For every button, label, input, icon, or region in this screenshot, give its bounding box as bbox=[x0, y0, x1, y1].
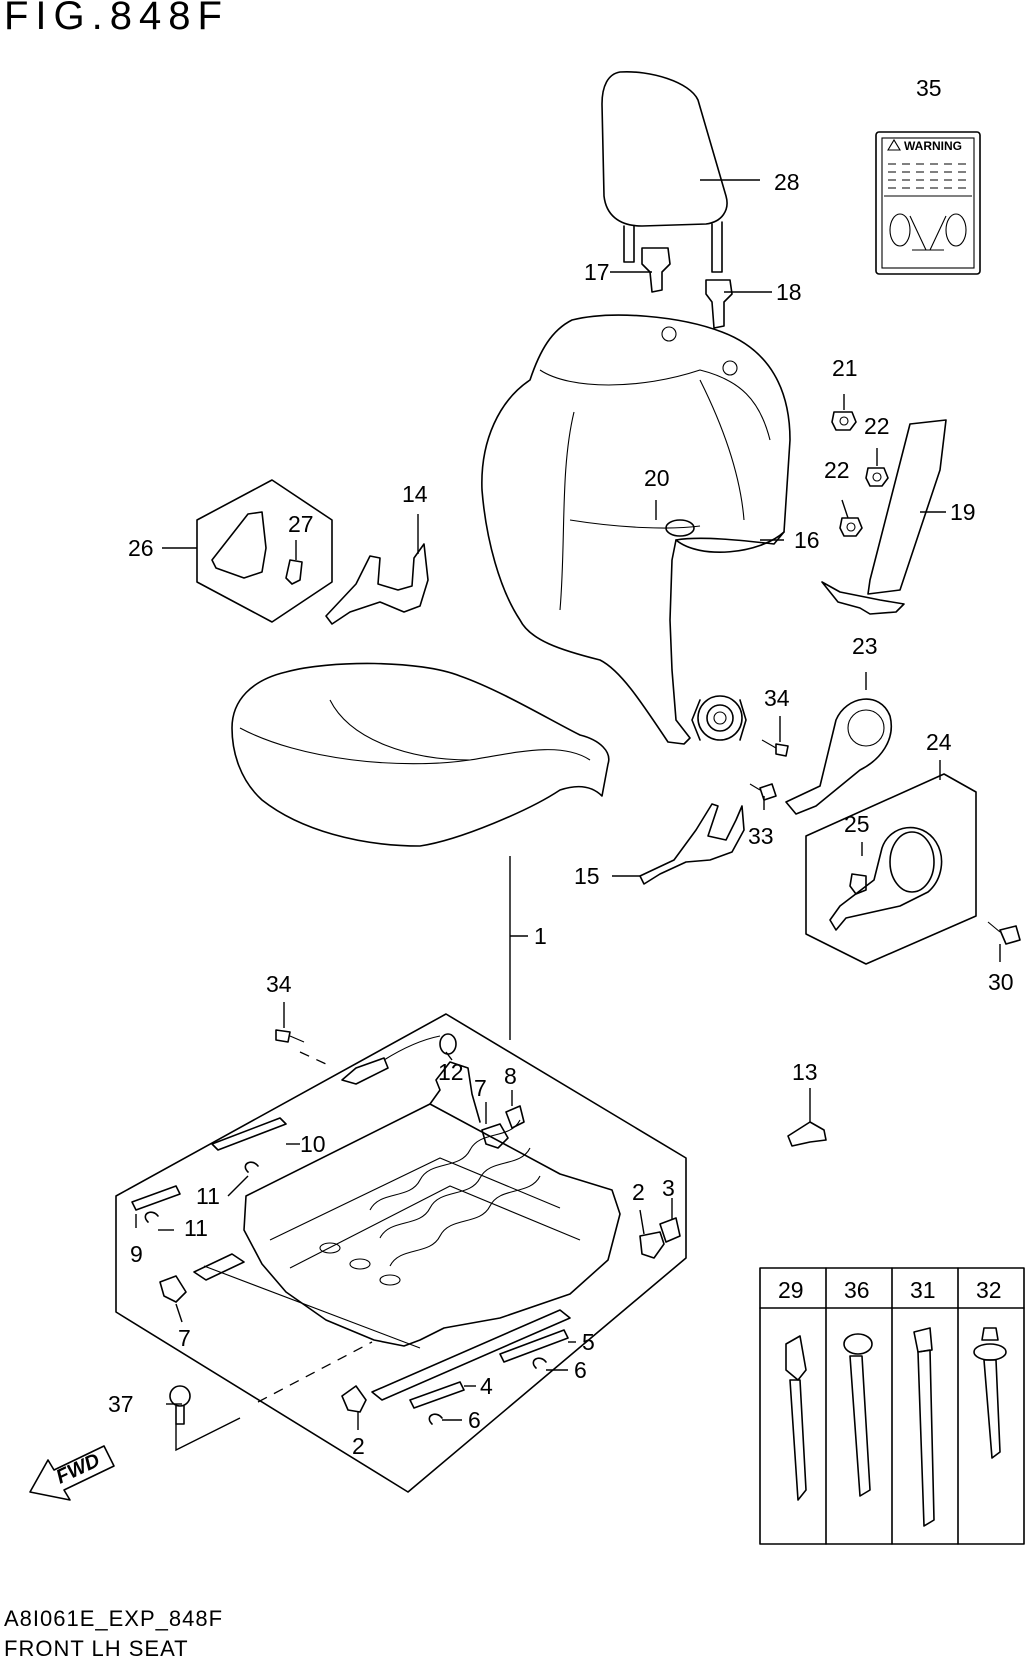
bracket-7b[interactable] bbox=[159, 1275, 187, 1303]
callout-9: 9 bbox=[130, 1241, 143, 1267]
screw-34-upper[interactable] bbox=[761, 739, 789, 757]
fastener-box bbox=[759, 1267, 1025, 1545]
callouts: 28 35 17 18 21 22 22 20 16 19 14 27 26 2… bbox=[108, 75, 1014, 1459]
warning-label-text: WARNING bbox=[904, 139, 962, 153]
callout-22a: 22 bbox=[864, 413, 890, 439]
fwd-arrow: FWD bbox=[29, 1445, 115, 1501]
callout-30: 30 bbox=[988, 969, 1014, 995]
callout-13: 13 bbox=[792, 1059, 818, 1085]
callout-28: 28 bbox=[774, 169, 800, 195]
callout-20: 20 bbox=[644, 465, 670, 491]
figure-code: A8I061E_EXP_848F bbox=[4, 1606, 224, 1631]
leader-lines bbox=[135, 179, 1001, 1452]
figure-title: FIG.848F bbox=[4, 0, 229, 38]
callout-32: 32 bbox=[976, 1277, 1002, 1303]
callout-31: 31 bbox=[910, 1277, 936, 1303]
rail-cover-10[interactable] bbox=[211, 1117, 287, 1151]
callout-19: 19 bbox=[950, 499, 976, 525]
callout-21: 21 bbox=[832, 355, 858, 381]
headrest-guide-18[interactable] bbox=[705, 279, 733, 329]
callout-14: 14 bbox=[402, 481, 428, 507]
seat-back[interactable] bbox=[481, 314, 791, 745]
rail-cover-4[interactable] bbox=[409, 1381, 465, 1409]
side-cover-19[interactable] bbox=[821, 419, 947, 615]
callout-6a: 6 bbox=[574, 1357, 587, 1383]
screw-34-lower[interactable] bbox=[275, 1029, 305, 1043]
callout-18: 18 bbox=[776, 279, 802, 305]
callout-7a: 7 bbox=[474, 1075, 487, 1101]
bolt-33[interactable] bbox=[749, 783, 777, 801]
part-box-26 bbox=[196, 479, 333, 623]
callout-27: 27 bbox=[288, 511, 314, 537]
bracket-8[interactable] bbox=[505, 1105, 525, 1129]
tie-29[interactable] bbox=[785, 1335, 807, 1501]
callout-15: 15 bbox=[574, 863, 600, 889]
figure-description: FRONT LH SEAT bbox=[4, 1636, 189, 1661]
rail-cover-9[interactable] bbox=[131, 1185, 181, 1211]
callout-6b: 6 bbox=[468, 1407, 481, 1433]
callout-23: 23 bbox=[852, 633, 878, 659]
callout-2a: 2 bbox=[632, 1179, 645, 1205]
callout-37: 37 bbox=[108, 1391, 134, 1417]
tie-31[interactable] bbox=[913, 1327, 935, 1527]
recliner-lever-23[interactable] bbox=[785, 698, 893, 815]
callout-5: 5 bbox=[582, 1329, 595, 1355]
bracket-7a[interactable] bbox=[481, 1123, 509, 1149]
callout-29: 29 bbox=[778, 1277, 804, 1303]
callout-4: 4 bbox=[480, 1373, 493, 1399]
recliner-gear[interactable] bbox=[691, 695, 747, 741]
bracket-2b[interactable] bbox=[341, 1385, 367, 1413]
headrest-guide-17[interactable] bbox=[641, 247, 671, 293]
tie-36[interactable] bbox=[843, 1333, 873, 1497]
clip-11b[interactable] bbox=[144, 1211, 159, 1223]
seat-cushion[interactable] bbox=[231, 662, 610, 847]
seat-frame[interactable] bbox=[193, 1061, 621, 1401]
seat-frame-box bbox=[115, 1013, 687, 1493]
callout-34a: 34 bbox=[764, 685, 790, 711]
callout-10: 10 bbox=[300, 1131, 326, 1157]
callout-11a: 11 bbox=[196, 1183, 220, 1209]
nut-22b[interactable] bbox=[839, 517, 863, 537]
headrest[interactable] bbox=[601, 71, 728, 273]
callout-7b: 7 bbox=[178, 1325, 191, 1351]
callout-11b: 11 bbox=[184, 1215, 208, 1241]
callout-24: 24 bbox=[926, 729, 952, 755]
callout-8: 8 bbox=[504, 1063, 517, 1089]
callout-34b: 34 bbox=[266, 971, 292, 997]
clip-11a[interactable] bbox=[244, 1161, 259, 1173]
rail-cover-5[interactable] bbox=[499, 1329, 569, 1363]
callout-35: 35 bbox=[916, 75, 942, 101]
callout-36: 36 bbox=[844, 1277, 870, 1303]
callout-12: 12 bbox=[438, 1059, 464, 1085]
nut-21[interactable] bbox=[831, 411, 857, 431]
callout-3: 3 bbox=[662, 1175, 675, 1201]
callout-22b: 22 bbox=[824, 457, 850, 483]
tie-32[interactable] bbox=[973, 1327, 1007, 1459]
clip-6b[interactable] bbox=[428, 1413, 443, 1425]
bolt-30[interactable] bbox=[987, 921, 1021, 945]
clip-6a[interactable] bbox=[532, 1357, 547, 1369]
callout-1: 1 bbox=[534, 923, 547, 949]
warning-label-35: WARNING bbox=[875, 131, 981, 275]
callout-2b: 2 bbox=[352, 1433, 365, 1459]
clip-13[interactable] bbox=[787, 1121, 827, 1147]
part-box-24 bbox=[805, 773, 977, 965]
callout-26: 26 bbox=[128, 535, 154, 561]
callout-17: 17 bbox=[584, 259, 610, 285]
side-bracket-14[interactable] bbox=[325, 543, 429, 625]
callout-25: 25 bbox=[844, 811, 870, 837]
side-bracket-15[interactable] bbox=[639, 803, 745, 885]
bolt-37[interactable] bbox=[169, 1385, 191, 1425]
bracket-2a[interactable] bbox=[639, 1231, 665, 1259]
bracket-3[interactable] bbox=[659, 1217, 681, 1243]
nut-22a[interactable] bbox=[865, 467, 889, 487]
callout-16: 16 bbox=[794, 527, 820, 553]
callout-33: 33 bbox=[748, 823, 774, 849]
